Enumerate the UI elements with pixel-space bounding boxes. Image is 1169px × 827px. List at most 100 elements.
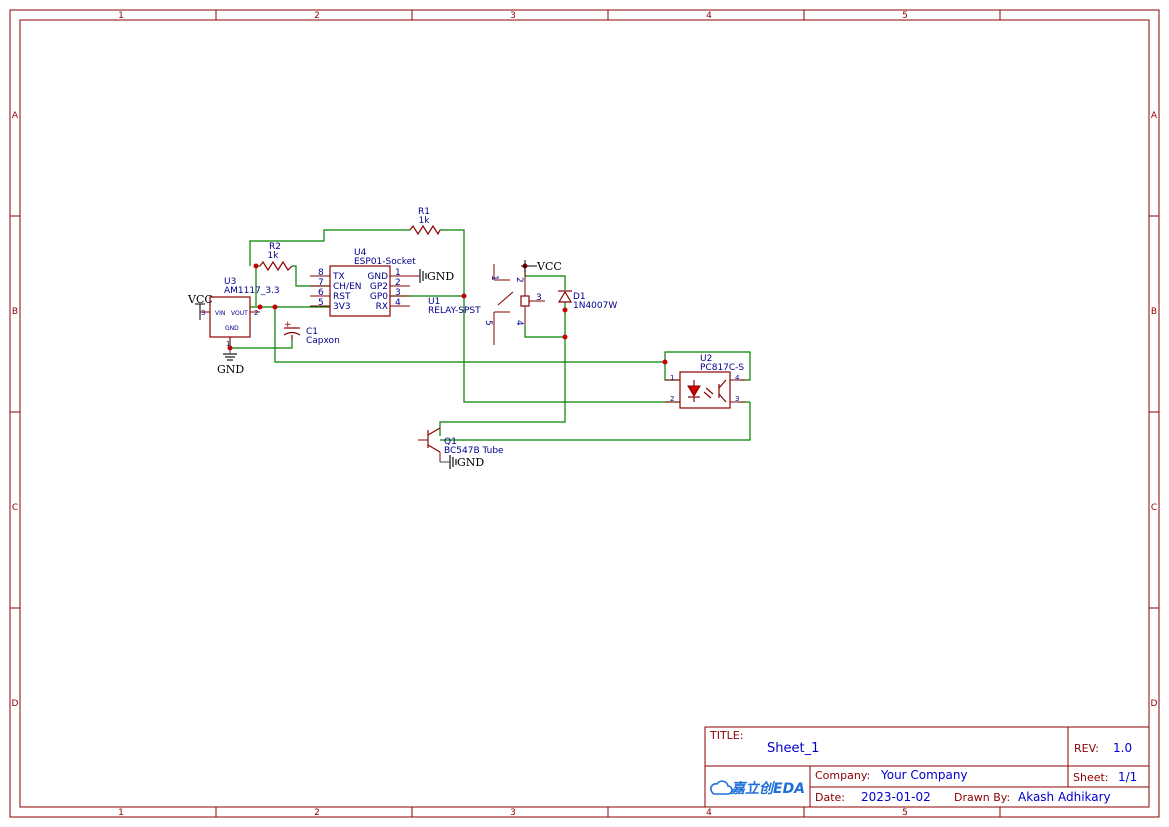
zone-col-2-bottom: 2 <box>314 808 320 818</box>
c1-ref: C1 <box>306 327 318 337</box>
u4-pin-name: CH/EN <box>333 282 362 292</box>
u4-pin-num: 1 <box>395 268 401 278</box>
u1-pin: 3 <box>536 293 542 303</box>
vcc-label: VCC <box>187 293 213 306</box>
u1-value: RELAY-SPST <box>428 306 481 316</box>
u2-pin: 4 <box>735 374 740 382</box>
zone-col-5-bottom: 5 <box>902 808 908 818</box>
u2-value: PC817C-S <box>700 363 744 373</box>
u2-pin: 3 <box>735 395 739 403</box>
u4-pin-num: 2 <box>395 278 401 288</box>
drawn-by-label: Drawn By: <box>954 791 1010 804</box>
gnd-label: GND <box>457 456 484 469</box>
zone-row-b-right: B <box>1151 307 1157 317</box>
eda-logo-text: 嘉立创EDA <box>730 780 805 797</box>
transistor-q1[interactable]: Q1 BC547B Tube <box>418 427 504 462</box>
diode-d1[interactable]: D1 1N4007W <box>557 290 617 311</box>
gnd-symbol-q1: GND <box>440 455 484 469</box>
u4-pin-name: RST <box>333 292 351 302</box>
u4-pin-num: 5 <box>318 298 324 308</box>
q1-value: BC547B Tube <box>444 446 504 456</box>
u4-pin-num: 4 <box>395 298 401 308</box>
r2-value: 1k <box>268 251 280 261</box>
zone-col-2-top: 2 <box>314 11 320 21</box>
u2-pin: 1 <box>670 374 674 382</box>
sheet-label: Sheet: <box>1073 771 1109 784</box>
title-label: TITLE: <box>709 729 743 742</box>
svg-text:+: + <box>284 320 292 330</box>
drawn-by-value: Akash Adhikary <box>1018 790 1111 804</box>
sheet-value: 1/1 <box>1118 770 1137 784</box>
d1-value: 1N4007W <box>573 301 617 311</box>
u3-pin1: 1 <box>226 340 230 348</box>
d1-ref: D1 <box>573 292 586 302</box>
zone-col-4-top: 4 <box>706 11 712 21</box>
u1-ref: U1 <box>428 297 440 307</box>
u4-ref: U4 <box>354 248 367 258</box>
capacitor-c1[interactable]: + C1 Capxon <box>283 320 340 346</box>
title-block: TITLE: Sheet_1 REV: 1.0 嘉立创EDA Company: … <box>704 726 1150 808</box>
u1-pin: 4 <box>514 320 524 326</box>
u4-pin-num: 8 <box>318 268 324 278</box>
vcc-symbol-relay: VCC <box>521 260 562 273</box>
r2-ref: R2 <box>269 242 281 252</box>
q1-ref: Q1 <box>444 437 457 447</box>
rev-label: REV: <box>1074 742 1099 755</box>
gnd-symbol-u3: GND <box>217 348 244 376</box>
resistor-r1[interactable]: R1 1k <box>409 207 441 236</box>
resistor-r2[interactable]: R2 1k <box>259 242 293 272</box>
zone-col-4-bottom: 4 <box>706 808 712 818</box>
u4-pin-name: 3V3 <box>333 302 351 312</box>
company-value: Your Company <box>880 768 968 782</box>
u4-pin-num: 7 <box>318 278 324 288</box>
optocoupler-u2[interactable]: U2 PC817C-S 1 2 3 4 <box>665 354 745 409</box>
u4-pin-num: 3 <box>395 288 401 298</box>
relay-u1[interactable]: 1 2 3 4 5 U1 RELAY-SPST <box>428 264 545 345</box>
date-label: Date: <box>815 791 845 804</box>
u3-vin-label: VIN <box>215 310 225 317</box>
vcc-symbol-u3: VCC <box>187 293 213 320</box>
ic-u4-esp01[interactable]: U4 ESP01-Socket 8 7 6 5 TX CH/EN RST 3V3… <box>310 248 416 317</box>
sheet-frame: 1 2 3 4 5 1 2 3 4 5 A B C D A B C D <box>9 9 1160 818</box>
zone-row-b-left: B <box>12 307 18 317</box>
u4-pin-name: GP2 <box>370 282 388 292</box>
u4-value: ESP01-Socket <box>354 257 416 267</box>
u4-pin-name: GP0 <box>370 292 388 302</box>
u3-ref: U3 <box>224 277 236 287</box>
zone-row-c-right: C <box>1151 503 1157 513</box>
company-label: Company: <box>815 769 870 782</box>
u3-pin3: 3 <box>201 309 205 317</box>
zone-col-1-top: 1 <box>118 11 124 21</box>
rev-value: 1.0 <box>1113 741 1132 755</box>
u4-pin-name: GND <box>367 272 388 282</box>
r1-value: 1k <box>419 216 431 226</box>
zone-row-c-left: C <box>12 503 18 513</box>
cloud-icon <box>710 780 733 795</box>
zone-row-d-right: D <box>1151 699 1158 709</box>
zone-col-3-top: 3 <box>510 11 516 21</box>
zone-col-5-top: 5 <box>902 11 908 21</box>
u3-pin2: 2 <box>254 309 258 317</box>
gnd-label: GND <box>217 363 244 376</box>
vcc-label: VCC <box>536 260 562 273</box>
u4-pin-name: RX <box>376 302 388 312</box>
u3-gnd-label: GND <box>225 325 239 332</box>
u4-pin-name: TX <box>332 272 345 282</box>
zone-col-1-bottom: 1 <box>118 808 124 818</box>
zone-row-d-left: D <box>12 699 19 709</box>
r1-ref: R1 <box>418 207 430 217</box>
zone-row-a-right: A <box>1151 111 1158 121</box>
u1-pin: 2 <box>514 277 524 283</box>
u1-pin: 1 <box>489 275 499 281</box>
u2-pin: 2 <box>670 395 674 403</box>
wires <box>229 229 751 441</box>
ic-u3-regulator[interactable]: U3 AM1117_3.3 VIN VOUT GND 3 2 1 <box>200 277 280 348</box>
zone-col-3-bottom: 3 <box>510 808 516 818</box>
gnd-label: GND <box>427 270 454 283</box>
date-value: 2023-01-02 <box>861 790 931 804</box>
u3-vout-label: VOUT <box>231 310 248 317</box>
u2-ref: U2 <box>700 354 712 364</box>
gnd-symbol-u4: GND <box>410 269 454 283</box>
u4-pin-num: 6 <box>318 288 324 298</box>
